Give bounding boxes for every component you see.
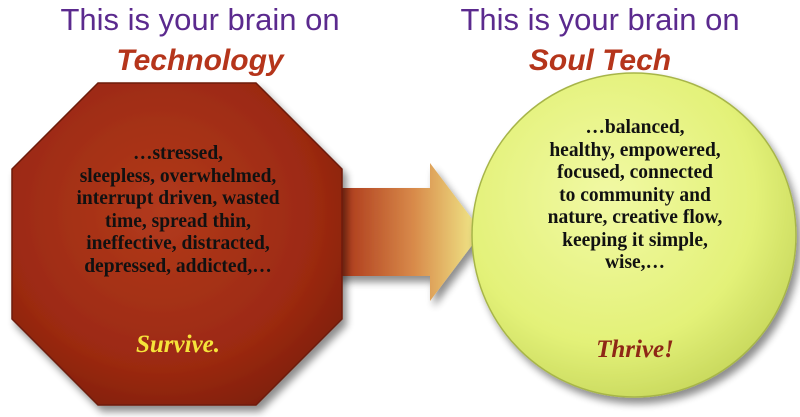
right-heading-line1: This is your brain on — [460, 2, 740, 37]
circle-line: to community and — [559, 184, 711, 206]
circle-line: healthy, empowered, — [549, 139, 721, 161]
circle-shape — [471, 72, 797, 398]
right-heading-title: Soul Tech — [528, 44, 672, 77]
left-heading-line1: This is your brain on — [60, 2, 340, 37]
thrive-label: Thrive! — [596, 336, 674, 363]
survive-label: Survive. — [135, 331, 221, 358]
left-heading-title: Technology — [116, 44, 284, 77]
left-heading: This is your brain on Technology — [0, 4, 400, 76]
octagon-shape — [11, 82, 343, 406]
right-heading: This is your brain on Soul Tech — [400, 4, 800, 76]
octagon-line: …stressed, — [132, 143, 224, 164]
octagon-description: …stressed, sleepless, overwhelmed, inter… — [22, 143, 334, 278]
octagon-line: ineffective, distracted, — [86, 233, 270, 254]
circle-line: keeping it simple, — [562, 229, 708, 251]
octagon-line: depressed, addicted,… — [84, 255, 272, 277]
octagon-line: time, spread thin, — [105, 210, 251, 232]
circle-line: nature, creative flow, — [547, 207, 723, 228]
circle-line: wise,… — [604, 252, 666, 273]
right-arrow-icon — [330, 163, 482, 301]
circle-description: …balanced, healthy, empowered, focused, … — [478, 117, 792, 275]
octagon-line: interrupt driven, wasted — [76, 188, 280, 209]
circle-line: focused, connected — [557, 162, 713, 183]
circle-line: …balanced, — [585, 117, 685, 138]
octagon-line: sleepless, overwhelmed, — [79, 165, 277, 187]
